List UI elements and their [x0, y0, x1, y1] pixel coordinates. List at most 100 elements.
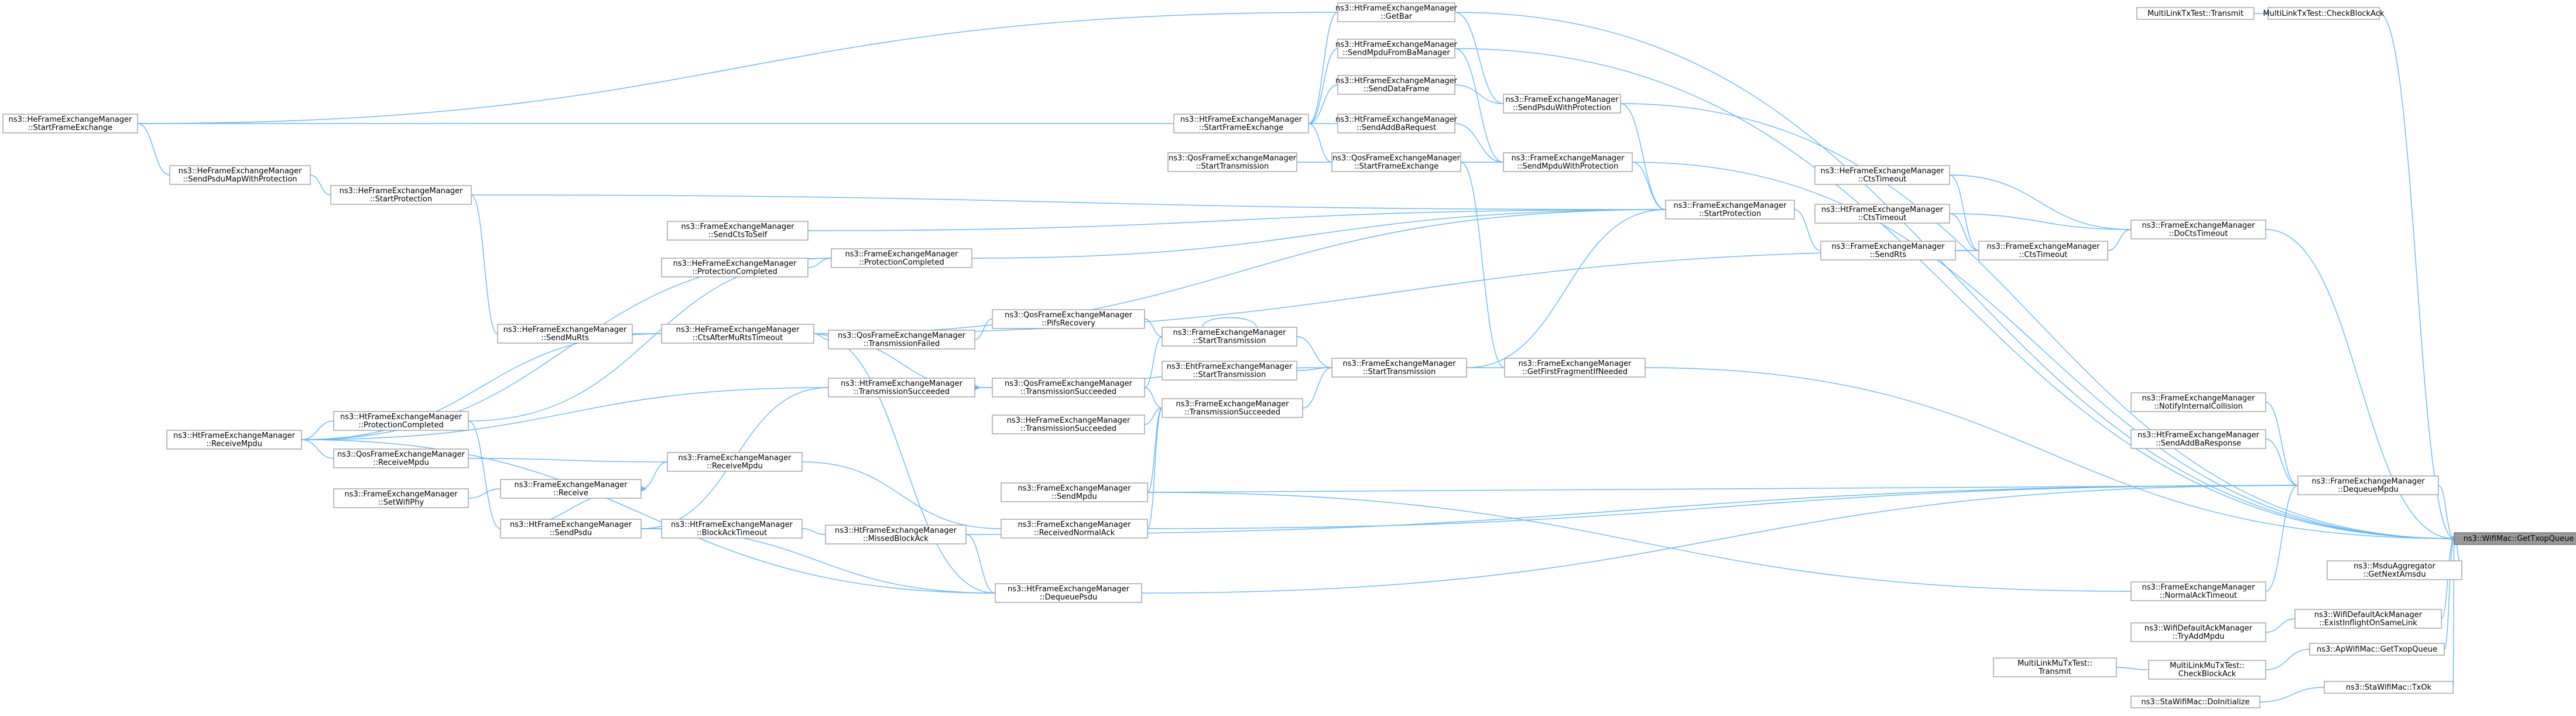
node-label: ns3::HeFrameExchangeManager [676, 326, 800, 334]
node-label: ::SendPsduMapWithProtection [183, 175, 297, 184]
node-htStartFrameExchange[interactable]: ns3::HtFrameExchangeManager::StartFrameE… [1173, 114, 1309, 133]
node-label: ::TransmissionSucceeded [854, 388, 950, 396]
node-label: ns3::FrameExchangeManager [1673, 201, 1787, 210]
node-qosStartFrameExchange[interactable]: ns3::QosFrameExchangeManager::StartFrame… [1331, 152, 1461, 172]
node-label: ns3::HtFrameExchangeManager [340, 413, 463, 422]
node-qosStartTransmission1[interactable]: ns3::QosFrameExchangeManager::StartTrans… [1167, 152, 1297, 172]
node-sendAddBaRequest[interactable]: ns3::HtFrameExchangeManager::SendAddBaRe… [1335, 114, 1458, 133]
node-fReceive[interactable]: ns3::FrameExchangeManager::Receive [500, 479, 642, 499]
node-qosTransmissionSucceeded[interactable]: ns3::QosFrameExchangeManager::Transmissi… [992, 378, 1145, 398]
node-sendRts[interactable]: ns3::FrameExchangeManager::SendRts [1820, 241, 1956, 261]
node-htReceiveMpdu[interactable]: ns3::HtFrameExchangeManager::ReceiveMpdu [166, 430, 302, 450]
node-missedBlockAck[interactable]: ns3::HtFrameExchangeManager::MissedBlock… [825, 525, 967, 544]
node-heCtsAfterMuRtsTimeout[interactable]: ns3::HeFrameExchangeManager::CtsAfterMuR… [661, 324, 814, 344]
node-notifyInternalCollision[interactable]: ns3::FrameExchangeManager::NotifyInterna… [2130, 392, 2266, 412]
node-box [2130, 429, 2266, 449]
node-blockAckTimeout[interactable]: ns3::HtFrameExchangeManager::BlockAckTim… [661, 519, 803, 539]
node-heProtectionCompleted[interactable]: ns3::HeFrameExchangeManager::ProtectionC… [661, 258, 809, 278]
node-tryAddMpdu[interactable]: ns3::WifiDefaultAckManager::TryAddMpdu [2130, 622, 2266, 642]
node-getTxopQueue[interactable]: ns3::WifiMac::GetTxopQueue [2454, 532, 2576, 545]
node-getNextAmsdu[interactable]: ns3::MsduAggregator::GetNextAmsdu [2327, 560, 2462, 580]
node-box [166, 430, 302, 450]
node-box [2130, 392, 2266, 412]
node-label: ::DoCtsTimeout [2169, 229, 2228, 238]
node-label: ::ReceiveMpdu [373, 458, 429, 467]
edge-fReceiveMpdu-to-fReceive [635, 461, 668, 492]
node-box [992, 309, 1145, 329]
node-htTransmissionSucceeded[interactable]: ns3::HtFrameExchangeManager::Transmissio… [828, 378, 975, 398]
node-sendDataFrame[interactable]: ns3::HtFrameExchangeManager::SendDataFra… [1335, 75, 1458, 95]
node-checkBlockAckMu[interactable]: MultiLinkMuTxTest::CheckBlockAck [2148, 660, 2266, 680]
edge-htStartFrameExchange-to-getBar [1308, 9, 1344, 124]
node-heTransmissionSucceeded[interactable]: ns3::HeFrameExchangeManager::Transmissio… [992, 414, 1145, 434]
node-box [333, 411, 469, 431]
node-heSendMuRts[interactable]: ns3::HeFrameExchangeManager::SendMuRts [497, 324, 633, 344]
node-staDoInitialize[interactable]: ns3::StaWifiMac::DoInitialize [2130, 696, 2260, 708]
node-qosTransmissionFailed[interactable]: ns3::QosFrameExchangeManager::Transmissi… [828, 330, 975, 350]
node-fStartTransmission[interactable]: ns3::FrameExchangeManager::StartTransmis… [1162, 327, 1297, 347]
node-box [1162, 398, 1303, 418]
node-label: ::SendMpduFromBaManager [1342, 49, 1450, 57]
node-heStartProtection[interactable]: ns3::HeFrameExchangeManager::StartProtec… [330, 185, 472, 205]
node-checkBlockAck1[interactable]: MultiLinkTxTest::CheckBlockAck [2263, 7, 2385, 20]
edge-sendDataFrame-to-sendPsduWithProtection [1454, 84, 1509, 107]
node-dequeuePsdu[interactable]: ns3::HtFrameExchangeManager::DequeuePsdu [995, 583, 1142, 603]
node-qosReceiveMpdu[interactable]: ns3::QosFrameExchangeManager::ReceiveMpd… [333, 448, 469, 468]
edge-dequeueMpdu-to-receivedNormalAck [1142, 485, 2298, 532]
node-ehtStartTransmission[interactable]: ns3::EhtFrameExchangeManager::StartTrans… [1162, 361, 1297, 381]
edge-fStartProtection-to-fProtectionCompleted [966, 209, 1666, 261]
edge-receivedNormalAck-to-fReceiveMpdu [796, 459, 1002, 529]
node-fTransmissionSucceeded[interactable]: ns3::FrameExchangeManager::TransmissionS… [1162, 398, 1303, 418]
node-fSendMpdu[interactable]: ns3::FrameExchangeManager::SendMpdu [1001, 482, 1148, 502]
node-label: ::SendPsduWithProtection [1513, 104, 1611, 112]
node-label: ::ProtectionCompleted [358, 421, 443, 430]
node-label: ::SendCtsToSelf [708, 231, 768, 239]
node-box [2327, 560, 2462, 580]
node-htProtectionCompleted[interactable]: ns3::HtFrameExchangeManager::ProtectionC… [333, 411, 469, 431]
node-fStartTransmission2[interactable]: ns3::FrameExchangeManager::StartTransmis… [1331, 358, 1467, 378]
node-fCtsTimeout[interactable]: ns3::FrameExchangeManager::CtsTimeout [1978, 241, 2108, 261]
node-sendCtsToSelf[interactable]: ns3::FrameExchangeManager::SendCtsToSelf [667, 221, 809, 241]
node-transmitMu[interactable]: MultiLinkMuTxTest::Transmit [1993, 657, 2117, 677]
node-apGetTxopQueue[interactable]: ns3::ApWifiMac::GetTxopQueue [2309, 643, 2445, 656]
node-fReceiveMpdu[interactable]: ns3::FrameExchangeManager::ReceiveMpdu [667, 452, 803, 472]
node-box [330, 185, 472, 205]
node-box [500, 519, 642, 539]
edge-heSendPsduMapWithProtection-to-heStartFrameExchange [132, 121, 170, 176]
node-sendMpduFromBaManager[interactable]: ns3::HtFrameExchangeManager::SendMpduFro… [1335, 39, 1458, 59]
node-normalAckTimeout[interactable]: ns3::FrameExchangeManager::NormalAckTime… [2130, 581, 2266, 601]
node-fProtectionCompleted[interactable]: ns3::FrameExchangeManager::ProtectionCom… [831, 248, 972, 268]
edge-sendPsduWithProtection-to-getTxopQueue [1620, 103, 2460, 542]
edge-fReceiveMpdu-to-qosReceiveMpdu [463, 455, 668, 463]
node-sendPsduWithProtection[interactable]: ns3::FrameExchangeManager::SendPsduWithP… [1503, 94, 1621, 114]
node-receivedNormalAck[interactable]: ns3::FrameExchangeManager::ReceivedNorma… [1001, 519, 1148, 539]
node-setWifiPhy[interactable]: ns3::FrameExchangeManager::SetWifiPhy [333, 488, 469, 508]
node-qosPifsRecovery[interactable]: ns3::QosFrameExchangeManager::PifsRecove… [992, 309, 1145, 329]
node-sendAddBaResponse[interactable]: ns3::HtFrameExchangeManager::SendAddBaRe… [2130, 429, 2266, 449]
edge-receivedNormalAck-to-fTransmissionSucceeded [1147, 405, 1168, 529]
node-label: ::CtsTimeout [1858, 175, 1907, 184]
edge-fCtsTimeout-to-heCtsAfterMuRtsTimeout [808, 250, 1979, 337]
node-existInflight[interactable]: ns3::WifiDefaultAckManager::ExistInfligh… [2294, 609, 2442, 629]
node-getFirstFragmentIfNeeded[interactable]: ns3::FrameExchangeManager::GetFirstFragm… [1504, 358, 1646, 378]
edge-getFirstFragmentIfNeeded-to-getTxopQueue [1645, 367, 2460, 542]
node-heSendPsduMapWithProtection[interactable]: ns3::HeFrameExchangeManager::SendPsduMap… [169, 165, 311, 185]
node-label: ns3::HtFrameExchangeManager [173, 431, 296, 440]
edge-missedBlockAck-to-blockAckTimeout [796, 526, 826, 535]
node-sendMpduWithProtection[interactable]: ns3::FrameExchangeManager::SendMpduWithP… [1503, 152, 1633, 172]
node-fStartProtection[interactable]: ns3::FrameExchangeManager::StartProtecti… [1665, 200, 1795, 220]
node-staTxOk[interactable]: ns3::StaWifiMac::TxOk [2324, 681, 2454, 694]
node-dequeueMpdu[interactable]: ns3::FrameExchangeManager::DequeueMpdu [2297, 475, 2439, 495]
node-box [2130, 622, 2266, 642]
node-htCtsTimeout[interactable]: ns3::HtFrameExchangeManager::CtsTimeout [1814, 204, 1950, 224]
node-doCtsTimeout[interactable]: ns3::FrameExchangeManager::DoCtsTimeout [2130, 220, 2266, 239]
node-label: ns3::QosFrameExchangeManager [1005, 311, 1133, 320]
node-htSendPsdu[interactable]: ns3::HtFrameExchangeManager::SendPsdu [500, 519, 642, 539]
node-box [497, 324, 633, 344]
node-box [2309, 643, 2445, 656]
node-transmitTx[interactable]: MultiLinkTxTest::Transmit [2136, 7, 2255, 20]
node-heStartFrameExchange[interactable]: ns3::HeFrameExchangeManager::StartFrameE… [2, 114, 138, 133]
node-getBar[interactable]: ns3::HtFrameExchangeManager::GetBar [1335, 2, 1458, 22]
node-label: ns3::StaWifiMac::TxOk [2346, 683, 2432, 692]
node-heCtsTimeout[interactable]: ns3::HeFrameExchangeManager::CtsTimeout [1814, 165, 1950, 185]
